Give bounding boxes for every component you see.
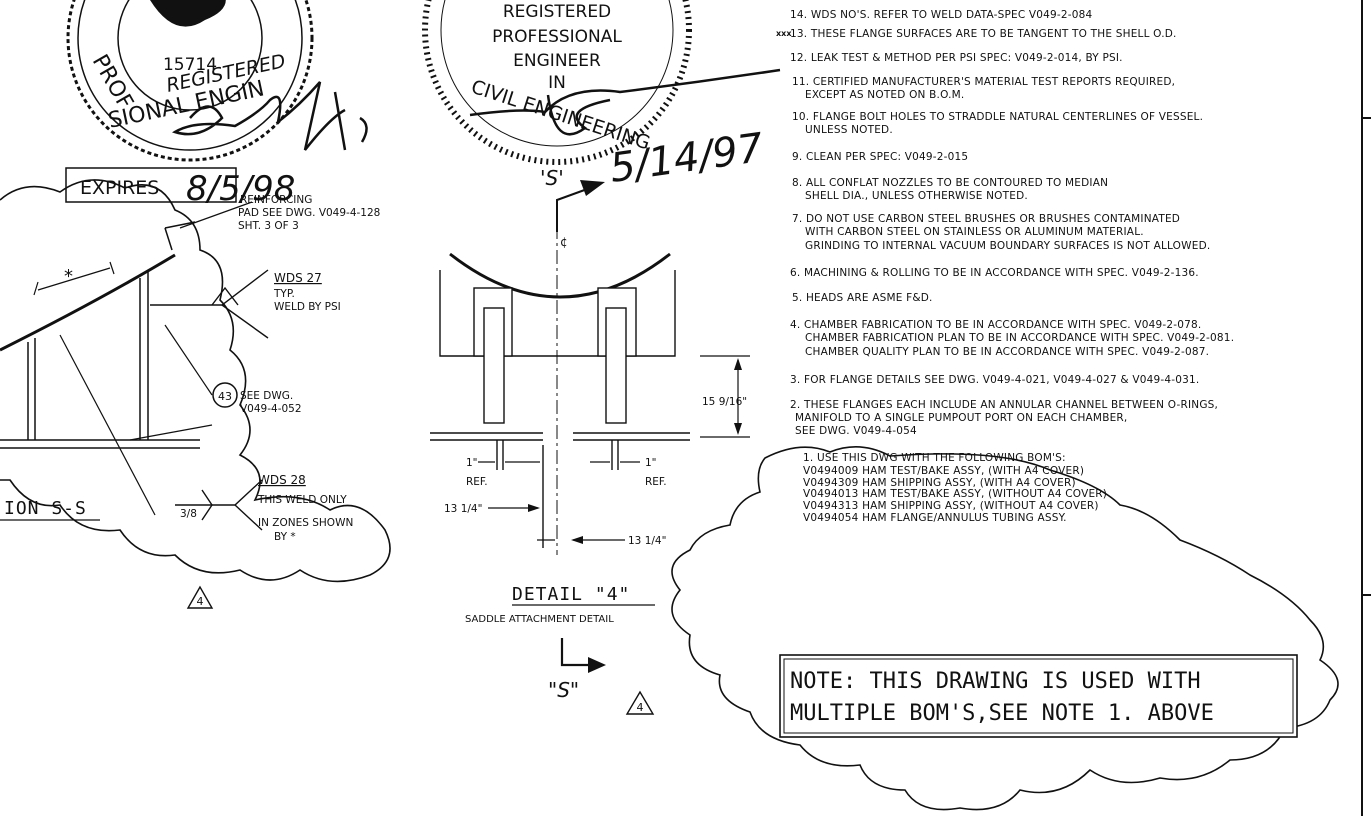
note-line: 10. FLANGE BOLT HOLES TO STRADDLE NATURA… [792, 111, 1203, 123]
ref-left: REF. [466, 476, 488, 488]
wds27-label: WDS 27 [274, 271, 322, 285]
revision-cloud-left [0, 179, 391, 583]
note-line: 3. FOR FLANGE DETAILS SEE DWG. V049-4-02… [790, 374, 1199, 386]
note-line: CHAMBER FABRICATION PLAN TO BE IN ACCORD… [805, 332, 1234, 344]
note-line: V0494009 HAM TEST/BAKE ASSY, (WITH A4 CO… [803, 465, 1084, 477]
note-line: V0494309 HAM SHIPPING ASSY, (WITH A4 COV… [803, 477, 1076, 489]
seal-right-line-4: IN [548, 73, 566, 93]
note-line: 11. CERTIFIED MANUFACTURER'S MATERIAL TE… [792, 76, 1175, 88]
note-line: 8. ALL CONFLAT NOZZLES TO BE CONTOURED T… [792, 177, 1108, 189]
svg-text:4: 4 [197, 595, 204, 608]
dim-13-right: 13 1/4" [628, 535, 666, 547]
seal-right-line-3: ENGINEER [513, 51, 601, 71]
note-line: V0494313 HAM SHIPPING ASSY, (WITHOUT A4 … [803, 500, 1099, 512]
centerline-symbol: ¢ [560, 235, 568, 249]
note-line: 9. CLEAN PER SPEC: V049-2-015 [792, 151, 968, 163]
wds28-label: WDS 28 [258, 473, 306, 487]
seal-portrait-icon [150, 0, 226, 27]
weld-symbol-wds28 [175, 479, 263, 531]
bom-note-line-2: MULTIPLE BOM'S,SEE NOTE 1. ABOVE [790, 701, 1214, 726]
signature-left [171, 81, 346, 151]
wds27-weld: WELD BY PSI [274, 301, 341, 313]
signature-right [469, 68, 781, 136]
balloon-43 [212, 382, 238, 408]
note-line: GRINDING TO INTERNAL VACUUM BOUNDARY SUR… [805, 240, 1210, 252]
expires-date: 8/5/98 [186, 169, 295, 209]
seal-right-line-2: PROFESSIONAL [492, 27, 622, 47]
seal-number: 15714 [163, 55, 217, 75]
reinforcing-line-2: PAD SEE DWG. V049-4-128 [238, 207, 380, 219]
revision-cloud-right [671, 446, 1339, 811]
detail4-subtitle: SADDLE ATTACHMENT DETAIL [465, 614, 614, 625]
arrow-icon-bottom [588, 657, 606, 673]
balloon-43-text-1: SEE DWG. [240, 390, 293, 402]
left-section-detail: * REINFORCING PAD SEE DWG. V049-4-128 SH… [0, 179, 391, 609]
pe-seal-left: 15714 PROF REGISTERED SIONAL ENGIN EXPIR… [65, 0, 368, 209]
dim-height: 15 9/16" [702, 396, 747, 408]
dim-13-left: 13 1/4" [444, 503, 482, 515]
expires-label: EXPIRES [80, 177, 159, 199]
wds27-typ: TYP. [273, 288, 295, 300]
balloon-43-text-2: V049-4-052 [240, 403, 302, 415]
note-line: 6. MACHINING & ROLLING TO BE IN ACCORDAN… [790, 267, 1199, 279]
revision-triangle-left: 4 [186, 585, 214, 609]
section-marker-top: 'S' [540, 166, 605, 232]
reinforcing-line-1: REINFORCING [240, 194, 312, 206]
dim-1-left: 1" [466, 457, 478, 469]
note-line: SEE DWG. V049-4-054 [795, 425, 917, 437]
dim-1-right: 1" [645, 457, 657, 469]
note-line: 13. THESE FLANGE SURFACES ARE TO BE TANG… [790, 28, 1177, 40]
weld-size: 3/8 [180, 508, 197, 520]
note-line: 2. THESE FLANGES EACH INCLUDE AN ANNULAR… [790, 399, 1218, 411]
weld-symbol-wds27 [150, 269, 269, 339]
note-line: MANIFOLD TO A SINGLE PUMPOUT PORT ON EAC… [795, 412, 1127, 424]
wds28-sub-3: BY * [274, 531, 296, 543]
note-line: 7. DO NOT USE CARBON STEEL BRUSHES OR BR… [792, 213, 1180, 225]
note-line: UNLESS NOTED. [805, 124, 893, 136]
svg-text:'S': 'S' [540, 166, 564, 190]
bom-note-line-1: NOTE: THIS DRAWING IS USED WITH [790, 669, 1201, 694]
arrow-icon [580, 180, 605, 196]
note-line: EXCEPT AS NOTED ON B.O.M. [805, 89, 964, 101]
expires-box [65, 167, 237, 203]
star-marker: * [64, 266, 73, 287]
note-line: WITH CARBON STEEL ON STAINLESS OR ALUMIN… [805, 226, 1144, 238]
reinforcing-line-3: SHT. 3 OF 3 [238, 220, 299, 232]
note-line: 12. LEAK TEST & METHOD PER PSI SPEC: V04… [790, 52, 1123, 64]
note-line: 1. USE THIS DWG WITH THE FOLLOWING BOM'S… [803, 452, 1066, 464]
note-13-prefix: xxx [776, 29, 792, 38]
bom-note-box: NOTE: THIS DRAWING IS USED WITH MULTIPLE… [779, 654, 1298, 738]
svg-text:43: 43 [218, 390, 232, 403]
ref-right: REF. [645, 476, 667, 488]
detail4-shell-arc [449, 252, 671, 299]
detail-4-saddle: ¢ 15 9/16" [430, 225, 750, 715]
note-line: 5. HEADS ARE ASME F&D. [792, 292, 933, 304]
wds28-sub-2: IN ZONES SHOWN [258, 517, 353, 529]
note-line: 4. CHAMBER FABRICATION TO BE IN ACCORDAN… [790, 319, 1201, 331]
svg-text:4: 4 [637, 701, 644, 714]
note-line: SHELL DIA., UNLESS OTHERWISE NOTED. [805, 190, 1028, 202]
note-line: 14. WDS NO'S. REFER TO WELD DATA-SPEC V0… [790, 9, 1093, 21]
sheet-border [1361, 0, 1371, 816]
detail4-title: DETAIL "4" [512, 584, 630, 605]
note-line: V0494054 HAM FLANGE/ANNULUS TUBING ASSY. [803, 512, 1067, 524]
revision-triangle-detail4: 4 [625, 690, 655, 715]
note-line: V0494013 HAM TEST/BAKE ASSY, (WITHOUT A4… [803, 488, 1107, 500]
note-line: CHAMBER QUALITY PLAN TO BE IN ACCORDANCE… [805, 346, 1209, 358]
shell-arc [0, 253, 176, 352]
seal-right-line-1: REGISTERED [503, 2, 611, 22]
section-title: ION S-S [4, 498, 87, 519]
general-notes: 14. WDS NO'S. REFER TO WELD DATA-SPEC V0… [790, 9, 1234, 524]
wds28-sub-1: THIS WELD ONLY [257, 494, 347, 506]
section-marker-bottom: "S" [548, 678, 579, 702]
pe-seal-right: REGISTERED PROFESSIONAL ENGINEER IN CIVI… [422, 0, 781, 192]
